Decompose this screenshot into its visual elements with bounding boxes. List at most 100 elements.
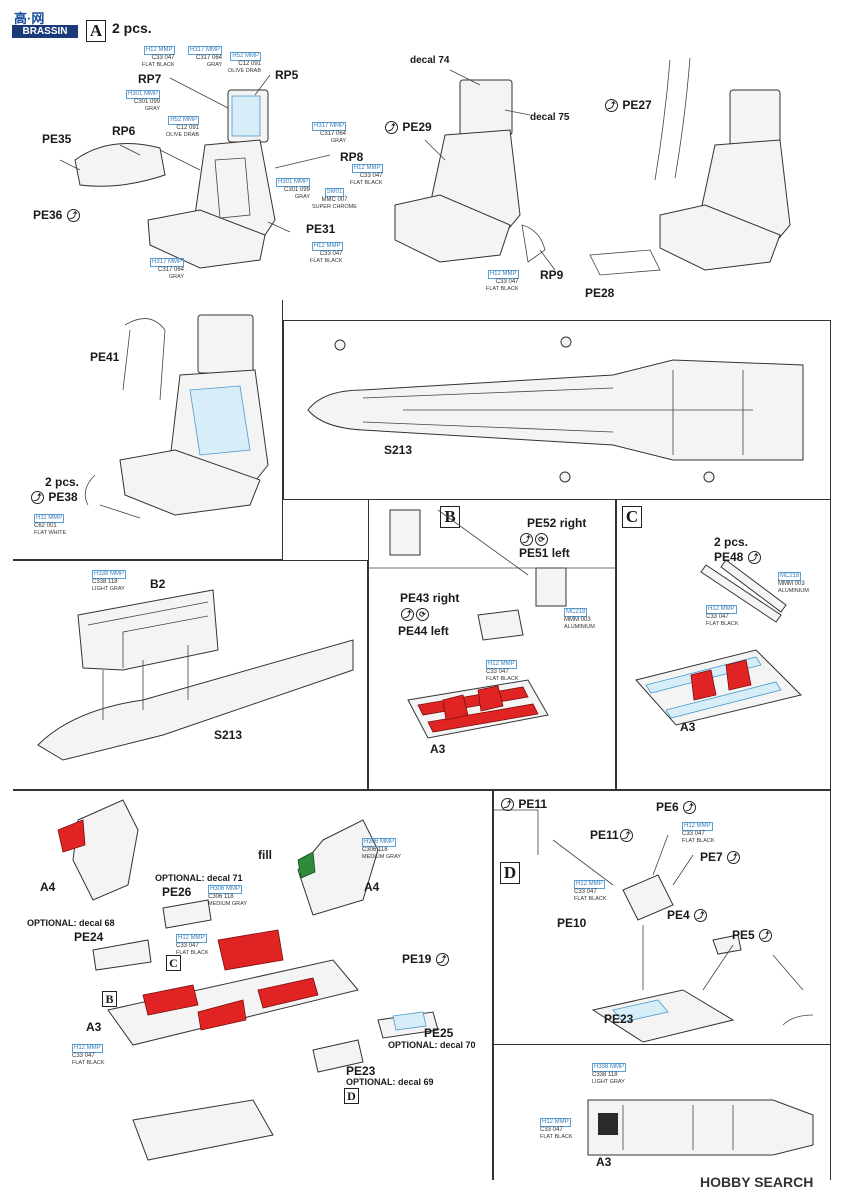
- label-pe4: PE4 ⤴: [667, 908, 708, 923]
- label-pe26: PE26: [162, 885, 192, 899]
- panel-seat-belts: [13, 300, 283, 560]
- b2-drawing: [37, 589, 354, 761]
- label-pe19: PE19 ⤴: [402, 952, 450, 967]
- logo-site-text: 高·网: [14, 11, 45, 26]
- label-pe36: PE36 ⤴: [33, 208, 81, 223]
- label-pe48: PE48 ⤴: [714, 550, 762, 565]
- label-a3: A3: [680, 720, 696, 734]
- bend-icon: ⤴: [501, 798, 514, 812]
- logo-brand-text: BRASSIN: [12, 25, 78, 38]
- panel-final: [493, 1045, 831, 1180]
- label-optional-decal70: OPTIONAL: decal 70: [388, 1040, 476, 1050]
- step-a-drawing: [59, 57, 791, 276]
- bend-icon: ⤴: [31, 491, 44, 505]
- bend-icon: ⤴: [747, 551, 761, 565]
- bend-icon: ⤴: [435, 953, 449, 967]
- label-pe11a: ⤴ PE11: [500, 797, 547, 812]
- bend-icon: ⤴: [694, 909, 708, 923]
- label-optional-decal71: OPTIONAL: decal 71: [155, 873, 243, 883]
- bend-icon: ⤴: [605, 99, 618, 113]
- label-pe43: PE43 right: [400, 591, 460, 605]
- label-rp6: RP6: [112, 124, 136, 138]
- label-a3: A3: [596, 1155, 612, 1169]
- label-pe7: PE7 ⤴: [700, 850, 741, 865]
- label-pe24: PE24: [74, 930, 104, 944]
- label-rp5: RP5: [275, 68, 299, 82]
- label-pe28: PE28: [585, 286, 615, 300]
- label-pe44: PE44 left: [398, 624, 449, 638]
- label-rp8: RP8: [340, 150, 364, 164]
- label-pe35: PE35: [42, 132, 72, 146]
- label-pe10: PE10: [557, 916, 587, 930]
- step-d-drawing: [493, 809, 814, 1043]
- ejection-seat-1: [147, 89, 276, 269]
- label-pe27: ⤴ PE27: [604, 98, 652, 113]
- label-pe38: ⤴ PE38: [30, 490, 78, 505]
- label-pe23: PE23: [346, 1064, 376, 1078]
- label-pe41: PE41: [90, 350, 120, 364]
- panel-assembly: [13, 790, 493, 1180]
- brand-logo: 高·网 BRASSIN: [10, 8, 80, 38]
- step-a-marker: A: [86, 20, 106, 42]
- label-optional-decal68: OPTIONAL: decal 68: [27, 918, 115, 928]
- step-c-marker: C: [622, 506, 642, 528]
- panel-step-d: [493, 790, 831, 1045]
- final-drawing: [587, 1099, 814, 1156]
- panel-step-b: [368, 500, 616, 790]
- ref-step-d: D: [344, 1088, 359, 1104]
- label-pe6: PE6 ⤴: [656, 800, 697, 815]
- panel-b2: [13, 560, 368, 790]
- label-a4-left: A4: [40, 880, 56, 894]
- step-b-drawing: [368, 509, 616, 739]
- label-pe11b: PE11⤴: [590, 828, 634, 843]
- bend-icon: ⤴: [759, 929, 773, 943]
- ref-step-c: C: [166, 955, 181, 971]
- bend-icon: ⤴: [385, 121, 398, 135]
- label-rp9: RP9: [540, 268, 564, 282]
- bend-icon: ⤴: [401, 608, 414, 622]
- label-decal74: decal 74: [410, 55, 450, 66]
- panel-fuselage: [283, 320, 831, 500]
- fold-icon: ⟳: [416, 608, 429, 622]
- label-fill: fill: [258, 848, 272, 862]
- bend-icon: ⤴: [66, 209, 80, 223]
- step-d-marker: D: [500, 862, 520, 884]
- label-pe29: ⤴ PE29: [384, 120, 432, 135]
- watermark: HOBBY SEARCH: [700, 1174, 814, 1190]
- label-pe23: PE23: [604, 1012, 634, 1026]
- bend-icon: ⤴: [619, 829, 633, 843]
- ref-step-b: B: [102, 991, 117, 1007]
- fold-icon: ⟳: [535, 533, 548, 547]
- bend-icon: ⤴: [683, 801, 697, 815]
- bend-icon: ⤴: [727, 851, 741, 865]
- panel-step-c: [616, 500, 831, 790]
- label-a3: A3: [86, 1020, 102, 1034]
- ejection-seat-2: [394, 79, 546, 263]
- bend-icon: ⤴: [520, 533, 533, 547]
- label-a4-right: A4: [364, 880, 380, 894]
- label-decal75: decal 75: [530, 112, 570, 123]
